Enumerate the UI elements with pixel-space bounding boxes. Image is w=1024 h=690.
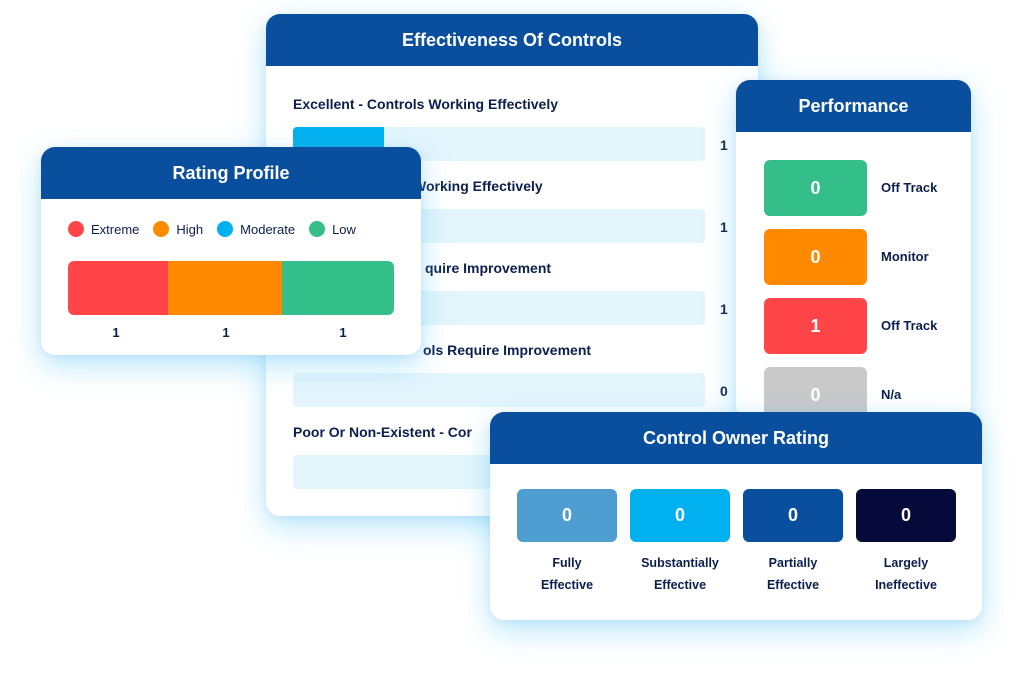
legend-dot-icon: [217, 221, 234, 237]
effectiveness-item-count: 0: [720, 383, 728, 399]
rating-segment-low: [282, 261, 394, 315]
rating-profile-title: Rating Profile: [41, 147, 421, 199]
rating-legend: Extreme High Moderate Low: [68, 221, 356, 237]
owner-rating-value: 0: [743, 489, 843, 542]
rating-count: 1: [339, 325, 347, 340]
legend-item-high: High: [153, 221, 203, 237]
owner-rating-label-line1: Largely: [883, 556, 929, 570]
performance-value-box: 0: [764, 160, 867, 216]
owner-rating-value: 0: [856, 489, 956, 542]
owner-rating-label-line1: Partially: [768, 556, 818, 570]
owner-rating-label-line2: Effective: [766, 578, 820, 592]
performance-value-box: 0: [764, 367, 867, 420]
effectiveness-item-count: 1: [720, 219, 728, 235]
performance-title: Performance: [736, 80, 971, 132]
performance-label: Monitor: [881, 249, 929, 264]
legend-label: Low: [332, 221, 356, 237]
performance-label: Off Track: [881, 318, 938, 333]
effectiveness-item-label: Poor Or Non-Existent - Cor: [293, 424, 472, 440]
owner-rating-label: Substantially Effective: [630, 552, 730, 596]
owner-rating-label: Fully Effective: [517, 552, 617, 596]
effectiveness-item-count: 1: [720, 301, 728, 317]
control-owner-title: Control Owner Rating: [490, 412, 982, 464]
rating-stacked-bar: [68, 261, 394, 315]
performance-value-box: 0: [764, 229, 867, 285]
rating-count: 1: [222, 325, 230, 340]
control-owner-card: Control Owner Rating 0 Fully Effective 0…: [490, 412, 982, 620]
effectiveness-item: ols Require Improvement 0: [293, 342, 733, 407]
performance-row: 0 Monitor: [764, 229, 964, 285]
effectiveness-item-label: ols Require Improvement: [423, 342, 592, 358]
performance-row: 1 Off Track: [764, 298, 964, 354]
effectiveness-item: Excellent - Controls Working Effectively…: [293, 96, 733, 161]
performance-label: N/a: [881, 387, 902, 402]
legend-dot-icon: [153, 221, 170, 237]
legend-dot-icon: [309, 221, 326, 237]
performance-row: 0 N/a: [764, 367, 964, 420]
owner-rating-value: 0: [630, 489, 730, 542]
effectiveness-item-count: 1: [720, 137, 728, 153]
legend-item-moderate: Moderate: [217, 221, 295, 237]
legend-label: Moderate: [240, 221, 296, 237]
effectiveness-item-label: quire Improvement: [425, 260, 552, 276]
owner-rating-value: 0: [517, 489, 617, 542]
owner-rating-item: 0 Largely Ineffective: [856, 489, 956, 596]
rating-profile-card: Rating Profile Extreme High Moderate Low…: [41, 147, 421, 355]
owner-rating-item: 0 Fully Effective: [517, 489, 617, 596]
owner-rating-label-line2: Effective: [653, 578, 707, 592]
rating-segment-extreme: [68, 261, 168, 315]
effectiveness-item-label: Excellent - Controls Working Effectively: [293, 96, 559, 112]
rating-count: 1: [112, 325, 120, 340]
effectiveness-title: Effectiveness Of Controls: [266, 14, 758, 66]
owner-rating-label: Partially Effective: [743, 552, 843, 596]
legend-label: High: [176, 221, 204, 237]
rating-segment-high: [168, 261, 282, 315]
effectiveness-bar-track: [293, 373, 705, 407]
legend-label: Extreme: [91, 221, 140, 237]
performance-value-box: 1: [764, 298, 867, 354]
performance-row: 0 Off Track: [764, 160, 964, 216]
legend-item-low: Low: [309, 221, 356, 237]
owner-rating-label-line1: Substantially: [641, 556, 719, 570]
performance-card: Performance 0 Off Track 0 Monitor 1 Off …: [736, 80, 971, 420]
owner-rating-label-line2: Ineffective: [875, 578, 937, 592]
owner-rating-label-line2: Effective: [540, 578, 594, 592]
legend-item-extreme: Extreme: [68, 221, 139, 237]
owner-rating-item: 0 Partially Effective: [743, 489, 843, 596]
owner-rating-item: 0 Substantially Effective: [630, 489, 730, 596]
owner-rating-label-line1: Fully: [552, 556, 582, 570]
effectiveness-item-label: Working Effectively: [413, 178, 543, 194]
performance-label: Off Track: [881, 180, 938, 195]
legend-dot-icon: [68, 221, 84, 237]
owner-rating-label: Largely Ineffective: [856, 552, 956, 596]
